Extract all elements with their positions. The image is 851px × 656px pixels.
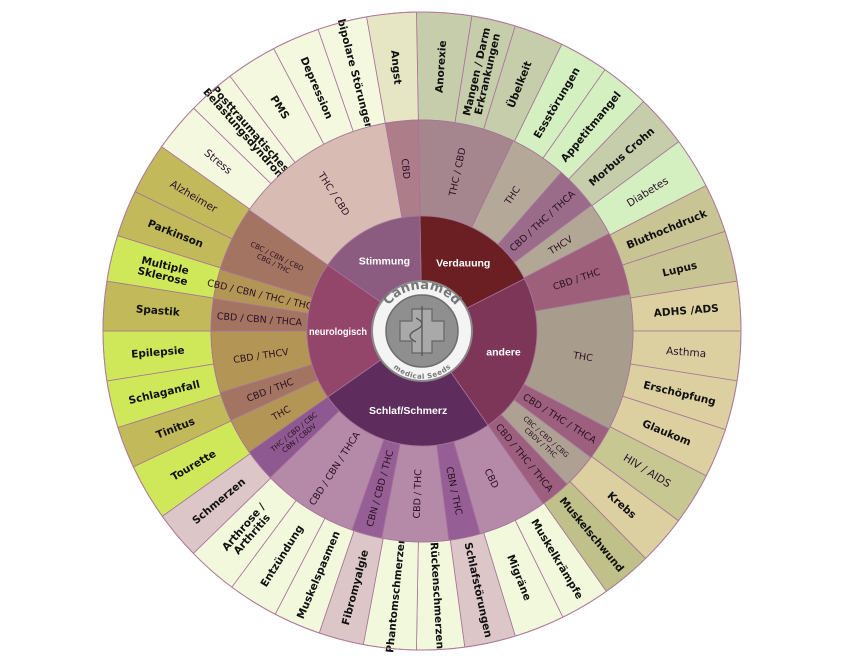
category-verdauung: Verdauung: [419, 215, 526, 309]
cannamed-logo: Cannamed medical Seeds: [371, 278, 473, 382]
outer-fibromyalgie: Fibromyalgie: [318, 530, 384, 646]
outer-schlafstorungen: Schlafstörungen: [449, 532, 516, 648]
middle-cbd: CBD: [453, 424, 544, 535]
outer-muskelspasmen: Muskelspasmen: [274, 517, 355, 634]
outer-erschopfung: Erschöpfung: [622, 363, 738, 431]
middle-label: THC: [571, 350, 593, 364]
category-label: Schlaf/Schmerz: [369, 405, 447, 417]
middle-cbd-thc: CBD / THC: [381, 443, 450, 543]
outer-multiple-sklerose: MultipleSklerose: [106, 235, 222, 299]
outer-label: ADHS /ADS: [653, 303, 719, 320]
category-label: andere: [486, 346, 521, 358]
middle-label-line: CBD / THC: [412, 469, 425, 519]
middle-label-line: THC: [571, 350, 593, 364]
outer-label: Epilepsie: [131, 345, 185, 361]
middle-cbc-cbn-cbd-cbg-thc: CBC / CBN / CBDCBG / THC: [219, 209, 329, 298]
middle-cbd: CBD: [384, 119, 421, 219]
middle-label: CBD: [399, 158, 412, 179]
wheel-border: [102, 11, 742, 651]
outer-essstorungen: Essstörungen: [513, 43, 606, 159]
outer-label: Anorexie: [434, 40, 450, 93]
outer-label: Asthma: [666, 345, 707, 360]
outer-parkinson: Parkinson: [117, 191, 233, 269]
outer-migrane: Migräne: [483, 519, 564, 637]
middle-cbd-thc: CBD / THC: [523, 233, 631, 312]
middle-thc-cbd: THC / CBD: [248, 122, 403, 266]
outer-hiv-aids: HIV / AIDS: [591, 426, 707, 522]
outer-label-line: Angst: [388, 50, 403, 85]
category-label: Verdauung: [436, 257, 490, 269]
middle-label-line: CBD: [399, 158, 412, 179]
caduceus-icon: [409, 306, 423, 356]
category-label: neurologisch: [309, 326, 367, 338]
outer-label-line: Epilepsie: [131, 345, 185, 361]
outer-label: Angst: [388, 50, 403, 85]
outer-label-line: Spastik: [135, 303, 181, 318]
outer-diabetes: Diabetes: [591, 141, 707, 236]
middle-label: CBD / THC: [412, 469, 425, 519]
outer-label-line: ADHS /ADS: [653, 303, 719, 320]
middle-cbd-cbn-thca: CBD / CBN / THCA: [210, 298, 309, 332]
category-label: Stimmung: [359, 255, 410, 267]
middle-cbd-cbn-thca: CBD / CBN / THCA: [269, 410, 385, 531]
outer-alzheimer: Alzheimer: [134, 146, 251, 240]
outer-phantomschmerzen: Phantomschmerzen: [362, 536, 419, 653]
category-neurologisch: neurologisch: [306, 264, 382, 398]
outer-label-line: Anorexie: [434, 40, 450, 93]
outer-ruckenschmerzen: Rückenschmerzen: [416, 539, 466, 651]
outer-label-line: Asthma: [666, 345, 707, 360]
outer-label: Spastik: [135, 303, 181, 318]
